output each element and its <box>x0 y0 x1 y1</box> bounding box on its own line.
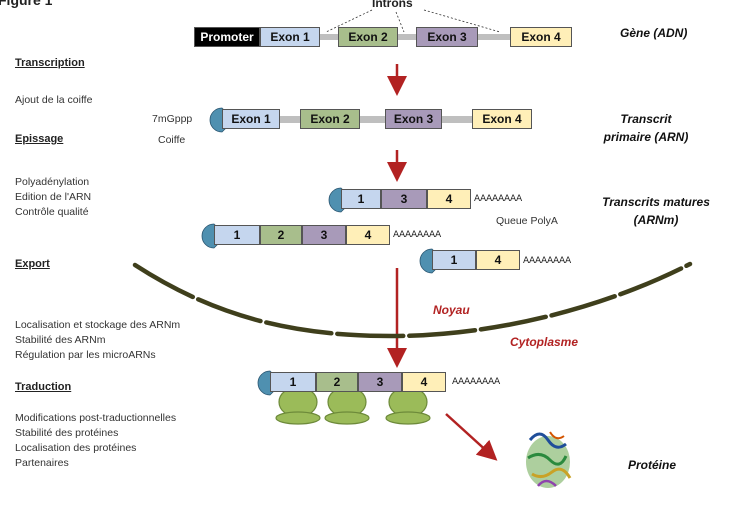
cyto-item: Régulation par les microARNs <box>15 349 156 361</box>
primary-exon-1: Exon 1 <box>222 109 280 129</box>
gene-exon-4: Exon 4 <box>510 27 572 47</box>
translation-exon-3: 3 <box>358 372 402 392</box>
cyto-item: Localisation et stockage des ARNm <box>15 319 181 331</box>
post-item: Partenaires <box>15 457 69 469</box>
gene-exon-2: Exon 2 <box>338 27 398 47</box>
processing-list: Polyadénylation Edition de l'ARN Contrôl… <box>15 175 91 220</box>
post-item: Stabilité des protéines <box>15 427 119 439</box>
introns-label: Introns <box>372 0 413 10</box>
mature-a-polya: AAAAAAAA <box>474 194 522 204</box>
cyto-list: Localisation et stockage des ARNm Stabil… <box>15 318 180 363</box>
mature-transcripts-label: Transcrits matures (ARNm) <box>602 195 710 227</box>
mature-a-exon-4: 4 <box>427 189 471 209</box>
gene-intron-3 <box>478 34 510 40</box>
translation-polya: AAAAAAAA <box>452 377 500 387</box>
gene-intron-2 <box>398 34 416 40</box>
nuclear-membrane <box>132 261 693 339</box>
gene-exon-1: Exon 1 <box>260 27 320 47</box>
mature-c-exon-1: 1 <box>432 250 476 270</box>
processing-item: Edition de l'ARN <box>15 191 92 203</box>
processing-item: Contrôle qualité <box>15 206 89 218</box>
figure-title: Figure 1 <box>0 0 53 8</box>
mature-b-exon-2: 2 <box>260 225 302 245</box>
gene-label: Gène (ADN) <box>620 26 688 40</box>
protein-structure-icon <box>526 431 572 488</box>
mature-b-polya: AAAAAAAA <box>393 230 441 240</box>
primary-intron-2 <box>360 116 385 123</box>
gene-intron-1 <box>320 34 338 40</box>
primary-exon-2: Exon 2 <box>300 109 360 129</box>
step-cap-add: Ajout de la coiffe <box>15 94 93 106</box>
cyto-item: Stabilité des ARNm <box>15 334 106 346</box>
mature-b-exon-4: 4 <box>346 225 390 245</box>
mature-c-exon-4: 4 <box>476 250 520 270</box>
translation-exon-2: 2 <box>316 372 358 392</box>
ribosomes <box>275 386 431 425</box>
primary-exon-3: Exon 3 <box>385 109 442 129</box>
cap-icons <box>201 107 441 396</box>
mature-c-polya: AAAAAAAA <box>523 256 571 266</box>
mature-b-exon-3: 3 <box>302 225 346 245</box>
mature-a-exon-3: 3 <box>381 189 427 209</box>
protein-label: Protéine <box>628 458 677 472</box>
cap-7mgppp-label: 7mGppp <box>152 113 193 125</box>
primary-exon-4: Exon 4 <box>472 109 532 129</box>
step-splicing: Epissage <box>15 133 64 145</box>
primary-intron-1 <box>280 116 300 123</box>
post-item: Modifications post-traductionnelles <box>15 412 177 424</box>
mature-a-exon-1: 1 <box>341 189 381 209</box>
post-translation-list: Modifications post-traductionnelles Stab… <box>15 411 176 471</box>
translation-exon-1: 1 <box>270 372 316 392</box>
step-transcription: Transcription <box>15 57 85 69</box>
primary-intron-3 <box>442 116 472 123</box>
processing-item: Polyadénylation <box>15 176 90 188</box>
nucleus-label: Noyau <box>433 303 470 317</box>
step-translation: Traduction <box>15 381 72 393</box>
post-item: Localisation des protéines <box>15 442 137 454</box>
polya-tail-label: Queue PolyA <box>496 215 558 227</box>
mature-b-exon-1: 1 <box>214 225 260 245</box>
step-export: Export <box>15 258 50 270</box>
introns-leader-lines <box>325 9 501 33</box>
primary-transcript-label: Transcrit primaire (ARN) <box>603 112 689 144</box>
gene-promoter: Promoter <box>194 27 260 47</box>
translation-exon-4: 4 <box>402 372 446 392</box>
coiffe-label: Coiffe <box>158 134 186 146</box>
arrow-translation <box>445 413 498 461</box>
gene-exon-3: Exon 3 <box>416 27 478 47</box>
cytoplasm-label: Cytoplasme <box>510 335 579 349</box>
